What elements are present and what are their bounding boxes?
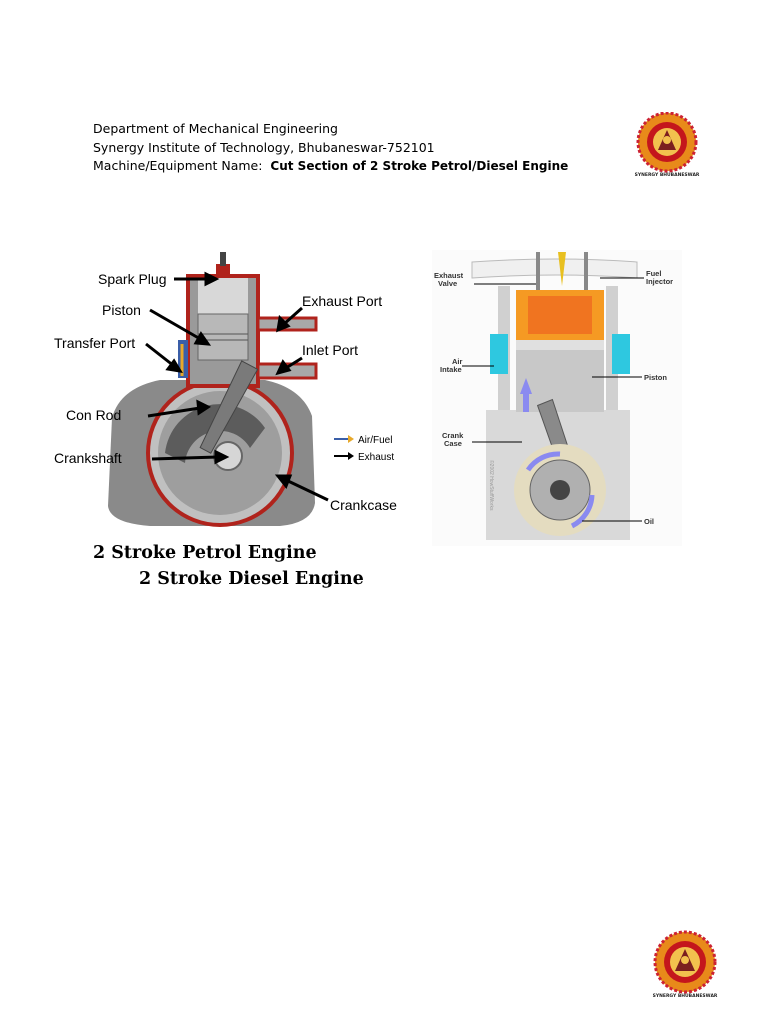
caption-petrol-engine: 2 Stroke Petrol Engine <box>93 543 317 563</box>
diesel-engine-figure: Exhaust Valve Fuel Injector Air Intake P… <box>432 250 682 546</box>
legend-air-fuel: Air/Fuel <box>358 435 392 446</box>
label-air-intake-2: Intake <box>440 365 462 374</box>
equipment-line: Machine/Equipment Name: Cut Section of 2… <box>93 157 568 176</box>
equipment-label: Machine/Equipment Name: <box>93 158 263 173</box>
label-fuel-injector-1: Fuel <box>646 269 661 278</box>
petrol-engine-figure: Spark Plug Piston Transfer Port Con Rod … <box>54 252 397 527</box>
label-transfer-port: Transfer Port <box>54 335 135 351</box>
caption-diesel-engine: 2 Stroke Diesel Engine <box>139 569 364 589</box>
institute-logo-bottom: SYNERGY BHUBANESWAR <box>653 930 718 999</box>
label-exhaust-valve-2: Valve <box>438 279 457 288</box>
label-con-rod: Con Rod <box>66 407 121 423</box>
label-inlet-port: Inlet Port <box>302 342 358 358</box>
equipment-name: Cut Section of 2 Stroke Petrol/Diesel En… <box>270 159 569 173</box>
label-exhaust-port: Exhaust Port <box>302 293 382 309</box>
label-air-intake-1: Air <box>452 357 463 366</box>
institute-line: Synergy Institute of Technology, Bhubane… <box>93 139 435 155</box>
label-crank-case-1: Crank <box>442 431 464 440</box>
department-line: Department of Mechanical Engineering <box>93 121 338 136</box>
label-piston: Piston <box>102 302 141 318</box>
label-spark-plug: Spark Plug <box>98 271 166 287</box>
institute-logo-top: SYNERGY BHUBANESWAR <box>635 112 700 178</box>
label-piston: Piston <box>644 373 667 382</box>
legend-exhaust: Exhaust <box>358 452 394 463</box>
label-crank-case-2: Case <box>444 439 462 448</box>
document-header: Department of Mechanical Engineering Syn… <box>93 120 568 176</box>
label-crankshaft: Crankshaft <box>54 450 122 466</box>
label-oil: Oil <box>644 517 654 526</box>
logo-caption: SYNERGY BHUBANESWAR <box>653 993 718 999</box>
label-exhaust-valve-1: Exhaust <box>434 271 464 280</box>
label-fuel-injector-2: Injector <box>646 277 673 286</box>
label-crankcase: Crankcase <box>330 497 397 513</box>
logo-caption: SYNERGY BHUBANESWAR <box>635 172 700 178</box>
figure-watermark: ©2002 HowStuffWorks <box>488 460 495 511</box>
